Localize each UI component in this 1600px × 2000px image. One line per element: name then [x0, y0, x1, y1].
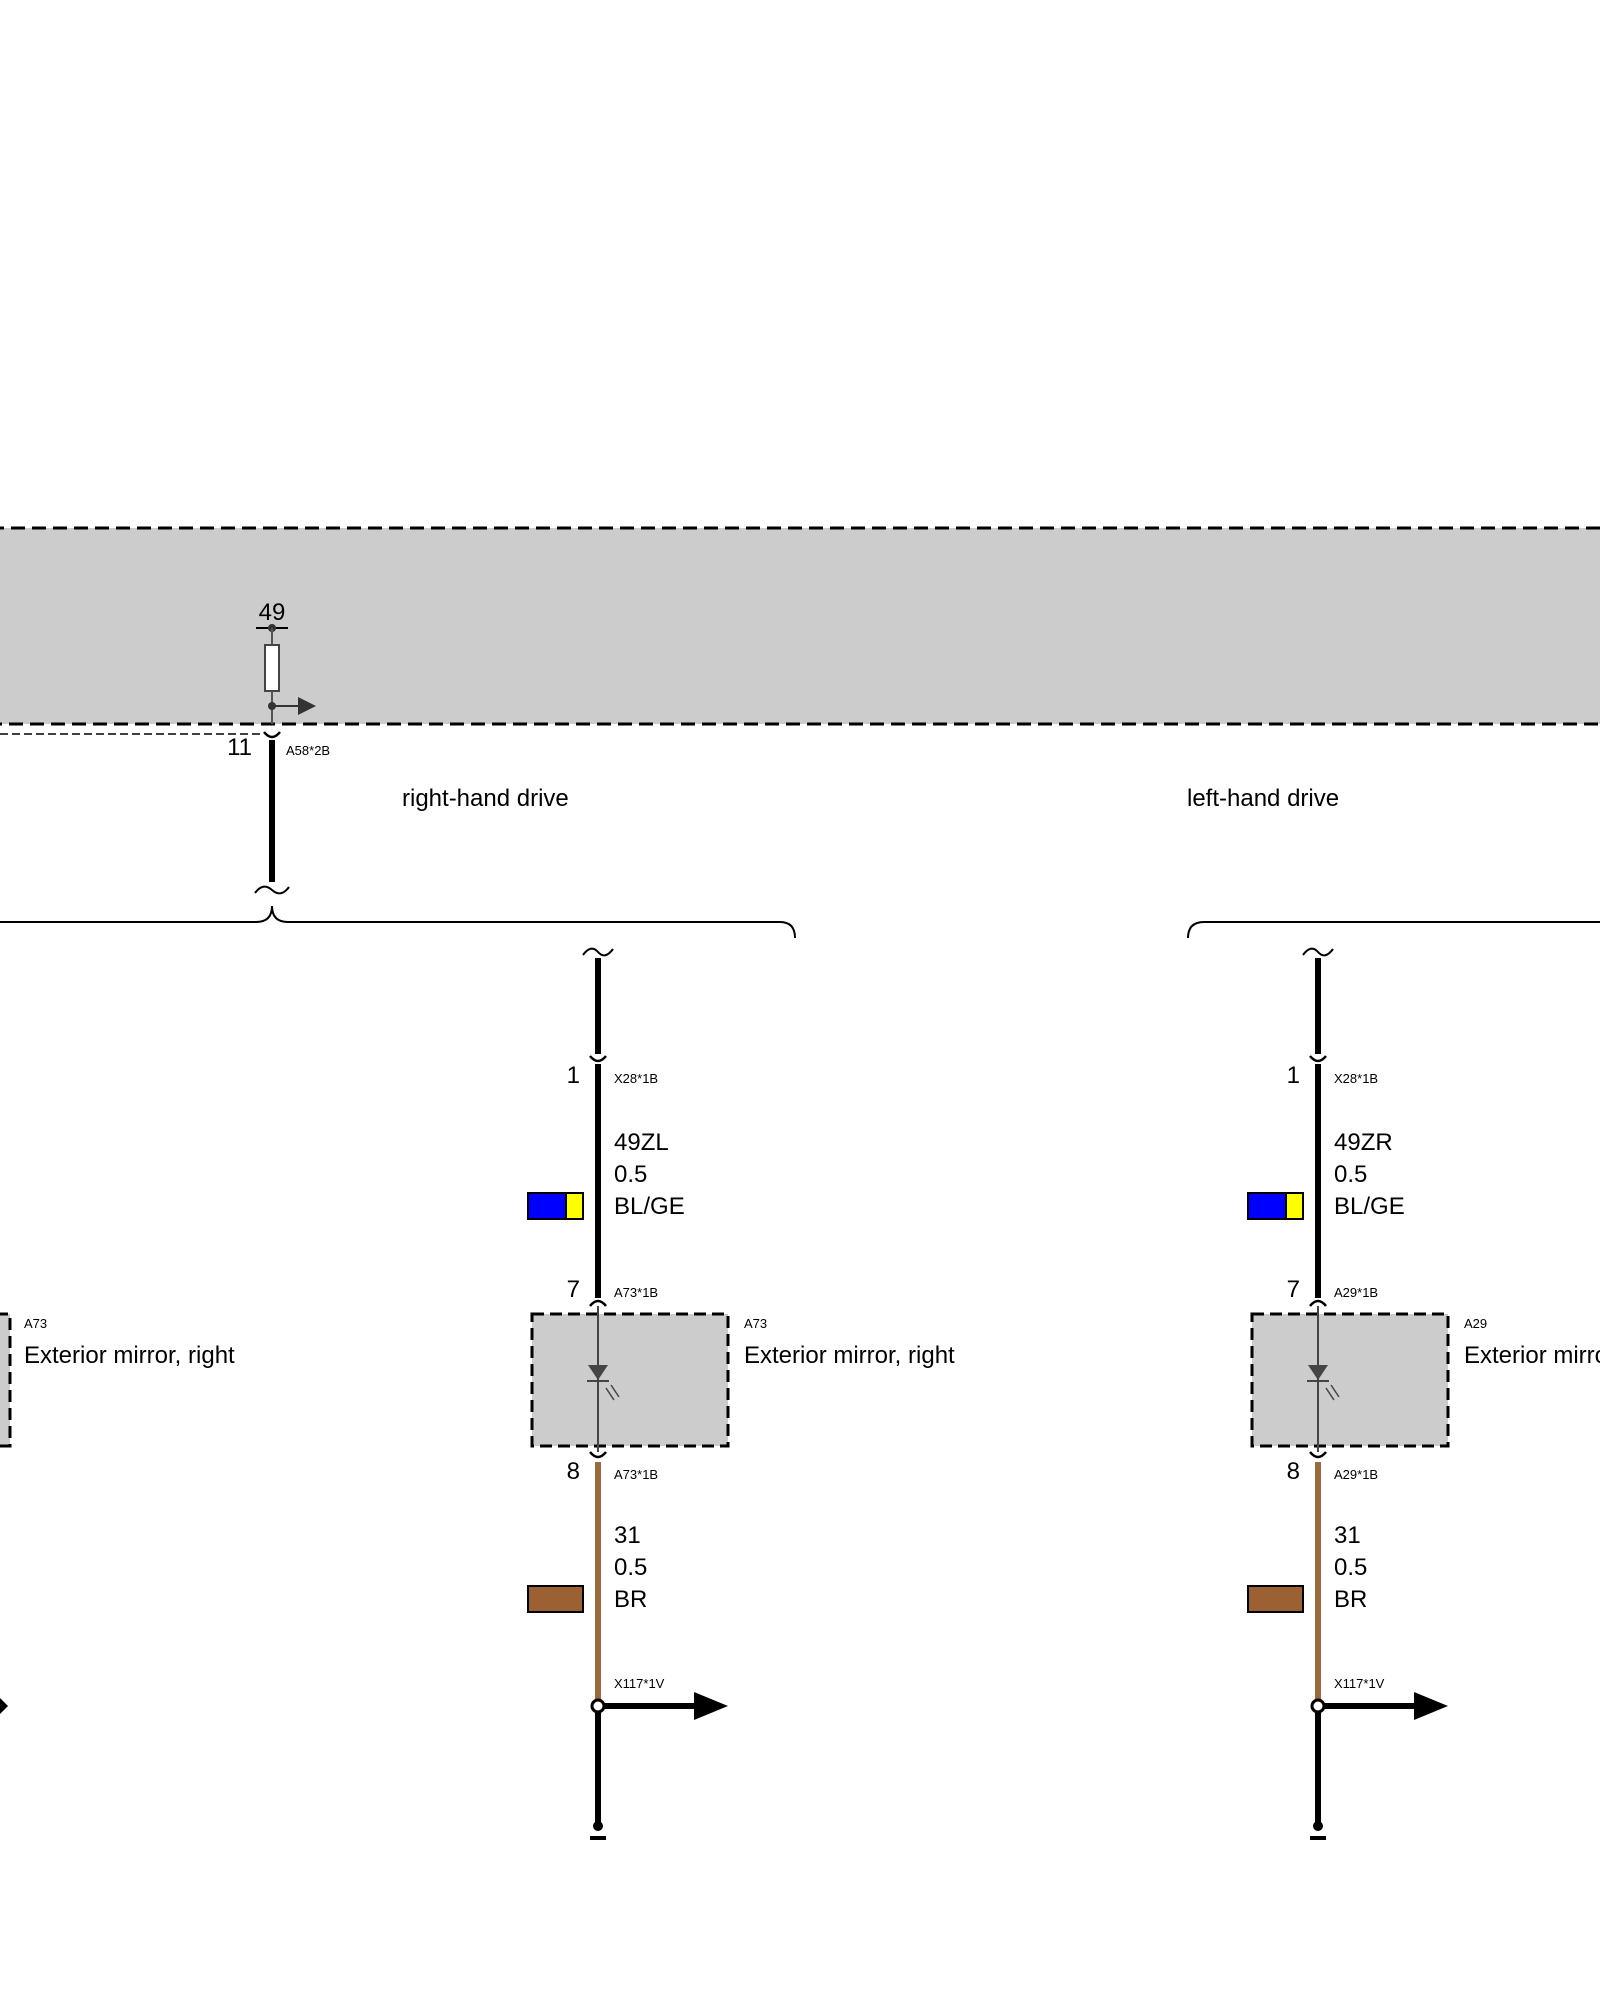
wire-color: BL/GE [614, 1193, 685, 1220]
wire-id: 49ZR [1334, 1129, 1393, 1156]
wire-size: 0.5 [1334, 1161, 1367, 1188]
light-ray-icon [1325, 1387, 1335, 1401]
connector-symbol [263, 731, 281, 739]
partial-component-name: Exterior mirror, right [24, 1342, 235, 1369]
connector-label-in: A73*1B [614, 1285, 658, 1300]
wire-id: 49ZL [614, 1129, 669, 1156]
component-box [1250, 1312, 1450, 1448]
left-hand-drive-label: left-hand drive [1187, 785, 1339, 812]
color-swatch-blue [527, 1192, 567, 1220]
connector-label-out: A73*1B [614, 1467, 658, 1482]
connector-label-out: A29*1B [1334, 1467, 1378, 1482]
partial-component-box [0, 1312, 12, 1448]
component-box [530, 1312, 730, 1448]
color-swatch-blue [1247, 1192, 1287, 1220]
connector-symbol [1309, 1299, 1327, 1307]
connector-symbol [589, 1055, 607, 1063]
brace-left-hand-drive [1187, 921, 1600, 939]
connector-label-top: X28*1B [1334, 1071, 1378, 1086]
pin-number-out: 8 [567, 1458, 580, 1485]
color-swatch-yellow [565, 1192, 584, 1220]
wire-break-icon [1302, 947, 1334, 957]
right-hand-drive-label: right-hand drive [402, 785, 569, 812]
splice-arrow-icon [694, 1692, 728, 1720]
light-ray-icon [610, 1384, 620, 1398]
internal-arrow-icon [298, 697, 316, 715]
module-connector-label: A58*2B [286, 743, 330, 758]
pin-number-top: 1 [1287, 1062, 1300, 1089]
ground-id: 31 [614, 1522, 641, 1549]
diode-icon [1308, 1365, 1328, 1380]
splice-node [1310, 1698, 1326, 1714]
partial-component-code: A73 [24, 1316, 47, 1331]
wire-size: 0.5 [614, 1161, 647, 1188]
ground-size: 0.5 [614, 1554, 647, 1581]
brace-right-hand-drive [0, 905, 796, 939]
wire-break-icon [254, 885, 290, 895]
component-code: A73 [744, 1316, 767, 1331]
ground-size: 0.5 [1334, 1554, 1367, 1581]
connector-symbol [589, 1451, 607, 1459]
end-node [593, 1821, 603, 1831]
component-code: A29 [1464, 1316, 1487, 1331]
module-pin-number: 49 [259, 599, 286, 626]
connector-symbol [1309, 1451, 1327, 1459]
wire-color: BL/GE [1334, 1193, 1405, 1220]
ground-color: BR [614, 1586, 647, 1613]
wire-break-icon [582, 947, 614, 957]
ground-color: BR [1334, 1586, 1367, 1613]
resistor-symbol [264, 644, 280, 692]
connector-symbol [1309, 1055, 1327, 1063]
pin-number-top: 1 [567, 1062, 580, 1089]
connector-label-in: A29*1B [1334, 1285, 1378, 1300]
pin-number-out: 8 [1287, 1458, 1300, 1485]
component-name: Exterior mirror, right [744, 1342, 955, 1369]
splice-node [590, 1698, 606, 1714]
color-swatch-brown [527, 1585, 584, 1613]
ground-id: 31 [1334, 1522, 1361, 1549]
splice-arrow-icon [1414, 1692, 1448, 1720]
module-output-pin: 11 [227, 734, 252, 761]
connector-label-top: X28*1B [614, 1071, 658, 1086]
end-node [1313, 1821, 1323, 1831]
partial-ground-arrow-icon [0, 1698, 8, 1714]
pin-number-in: 7 [567, 1276, 580, 1303]
color-swatch-yellow [1285, 1192, 1304, 1220]
connector-symbol [589, 1299, 607, 1307]
light-ray-icon [1330, 1384, 1340, 1398]
pin-number-in: 7 [1287, 1276, 1300, 1303]
splice-label: X117*1V [614, 1676, 665, 1691]
light-ray-icon [605, 1387, 615, 1401]
color-swatch-brown [1247, 1585, 1304, 1613]
control-module-box [0, 526, 1600, 726]
diode-icon [588, 1365, 608, 1380]
splice-label: X117*1V [1334, 1676, 1385, 1691]
component-name: Exterior mirror, left [1464, 1342, 1600, 1369]
